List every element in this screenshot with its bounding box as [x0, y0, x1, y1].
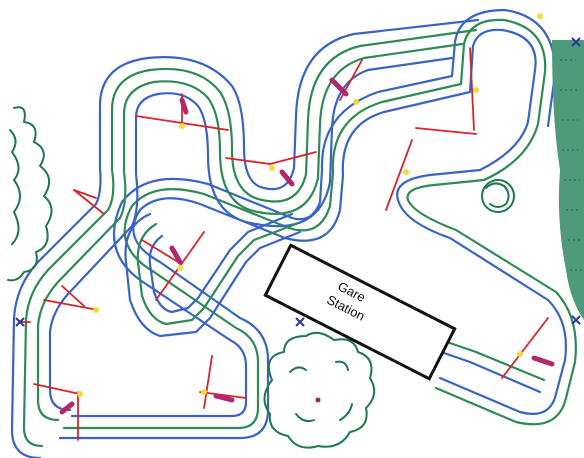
block-separator	[225, 157, 271, 165]
signal-mark	[213, 393, 235, 403]
tree-trunk-dot	[315, 397, 321, 403]
detector-dot	[93, 307, 99, 313]
detector-dot	[537, 13, 543, 19]
detector-dot	[269, 165, 275, 171]
detector-dot	[353, 99, 359, 105]
cross-marker-icon	[571, 315, 581, 325]
signal-mark	[169, 245, 183, 265]
outer-loop-inner-return-rail	[70, 8, 557, 418]
station-building	[263, 243, 457, 381]
detector-dot	[403, 169, 409, 175]
signal-mark	[179, 97, 189, 115]
bush-icon	[481, 179, 515, 213]
block-separator	[33, 383, 81, 395]
signal-marks	[59, 77, 555, 415]
block-separator	[141, 239, 179, 263]
outer-track-loop	[10, 8, 577, 458]
outer-loop-left-inner-green	[36, 42, 464, 422]
inner-loop-green-rail	[136, 222, 298, 326]
detector-dot	[473, 87, 479, 93]
block-separator	[61, 285, 85, 307]
hedge-icon	[552, 40, 584, 320]
block-separator	[469, 47, 475, 131]
detector-dot	[77, 391, 83, 397]
detector-dot	[201, 389, 207, 395]
block-separator	[199, 391, 247, 399]
large-tree-icon	[263, 331, 376, 449]
detector-dot	[179, 123, 185, 129]
inner-loop-inner-rail	[148, 212, 294, 314]
block-separator	[73, 189, 97, 199]
outer-loop-outer-inner-rail	[62, 18, 577, 430]
station-building-icon	[263, 243, 457, 381]
outer-loop-innermost-rail	[10, 18, 480, 458]
block-separator	[501, 317, 549, 379]
block-separator	[415, 127, 477, 135]
detector-dot	[517, 351, 523, 357]
cross-marker-icon	[571, 37, 581, 47]
signal-mark	[329, 77, 349, 97]
block-separator	[269, 151, 317, 165]
left-tree-icon	[7, 106, 53, 282]
outer-loop-inner-outer-rail	[22, 28, 478, 448]
block-separator	[203, 355, 213, 409]
inner-loop-outer-rail	[124, 212, 302, 338]
detector-dots	[77, 13, 543, 397]
signal-mark	[531, 355, 555, 367]
block-separator	[43, 299, 99, 311]
block-separator	[73, 189, 105, 215]
detector-dot	[177, 265, 183, 271]
signal-mark	[59, 401, 75, 415]
outer-loop-left-inner-blue	[48, 56, 454, 412]
cross-marker-icon	[15, 317, 25, 327]
signal-mark	[279, 169, 295, 187]
cross-marker-icon	[295, 317, 305, 327]
block-separator	[385, 139, 413, 211]
